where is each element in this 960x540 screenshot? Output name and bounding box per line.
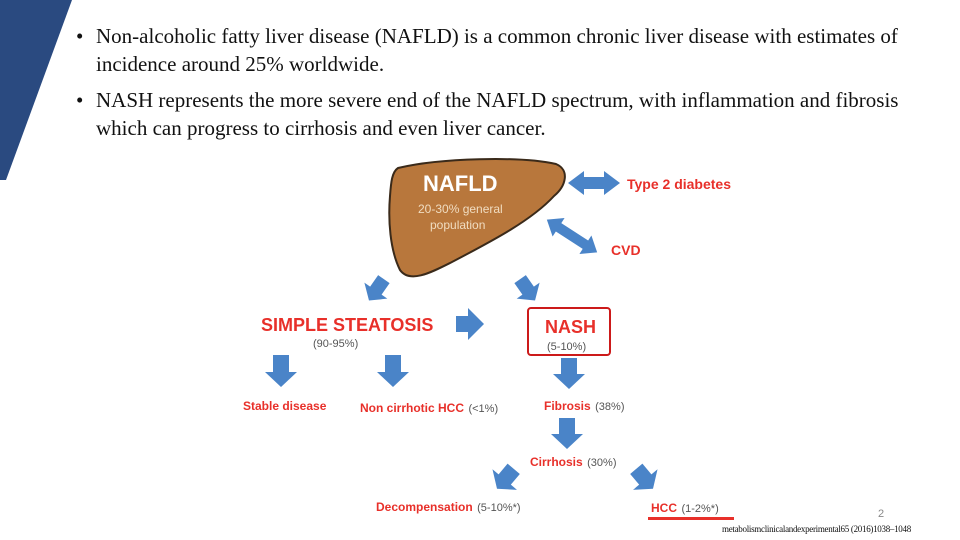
non-cirrhotic-hcc-pct: (<1%) bbox=[468, 403, 498, 415]
fibrosis-label: Fibrosis bbox=[544, 399, 591, 413]
arrow-to-steatosis bbox=[358, 271, 396, 308]
hcc: HCC (1-2%*) bbox=[651, 499, 719, 517]
arrow-to-nash bbox=[509, 271, 547, 308]
cirrhosis: Cirrhosis (30%) bbox=[530, 453, 616, 471]
arrow-to-cirrhosis bbox=[551, 418, 583, 449]
nash-pct: (5-10%) bbox=[547, 341, 586, 353]
fibrosis: Fibrosis (38%) bbox=[544, 397, 624, 415]
double-arrow-diabetes bbox=[568, 171, 620, 195]
decompensation: Decompensation (5-10%*) bbox=[376, 498, 521, 516]
simple-steatosis-title: SIMPLE STEATOSIS bbox=[261, 315, 433, 336]
type2-diabetes-label: Type 2 diabetes bbox=[627, 176, 731, 192]
arrow-to-stable-disease bbox=[265, 355, 297, 387]
nash-title: NASH bbox=[545, 317, 596, 338]
hcc-underline bbox=[648, 517, 734, 520]
nafld-subtitle-line1: 20-30% general bbox=[418, 202, 503, 216]
cvd-label: CVD bbox=[611, 242, 641, 258]
non-cirrhotic-hcc: Non cirrhotic HCC (<1%) bbox=[360, 399, 498, 417]
arrow-to-decompensation bbox=[485, 459, 526, 499]
decompensation-pct: (5-10%*) bbox=[477, 502, 520, 514]
arrow-to-fibrosis bbox=[553, 358, 585, 389]
arrow-to-non-cirrhotic-hcc bbox=[377, 355, 409, 387]
hcc-pct: (1-2%*) bbox=[681, 503, 718, 515]
cirrhosis-pct: (30%) bbox=[587, 457, 616, 469]
stable-disease-label: Stable disease bbox=[243, 399, 326, 413]
nafld-title: NAFLD bbox=[423, 171, 498, 197]
fibrosis-pct: (38%) bbox=[595, 401, 624, 413]
nafld-subtitle-line2: population bbox=[430, 218, 485, 232]
cirrhosis-label: Cirrhosis bbox=[530, 455, 583, 469]
arrow-steatosis-to-nash bbox=[456, 308, 484, 340]
simple-steatosis-pct: (90-95%) bbox=[313, 338, 358, 350]
decompensation-label: Decompensation bbox=[376, 500, 473, 514]
hcc-label: HCC bbox=[651, 501, 677, 515]
double-arrow-cvd bbox=[541, 210, 603, 261]
non-cirrhotic-hcc-label: Non cirrhotic HCC bbox=[360, 401, 464, 415]
page-number: 2 bbox=[878, 508, 884, 520]
citation: metabolismclinicalandexperimental65 (201… bbox=[722, 524, 911, 534]
arrow-to-hcc bbox=[624, 459, 665, 499]
